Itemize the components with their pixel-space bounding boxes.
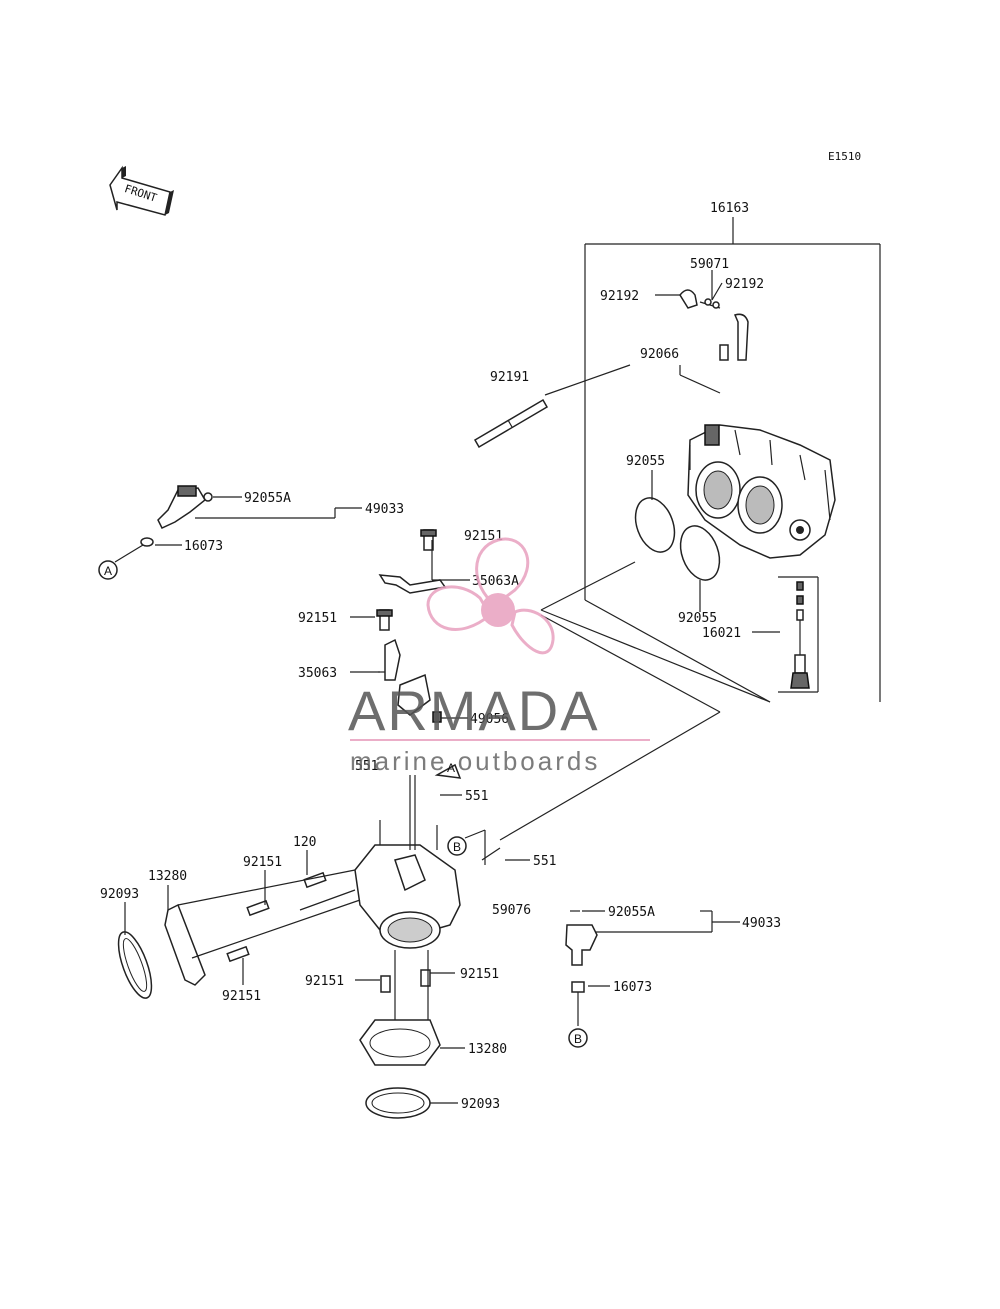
- hoses-top: [679, 289, 749, 361]
- callout-92151-b: 92151: [298, 611, 337, 626]
- callout-92151-e: 92151: [305, 974, 344, 989]
- callout-92055-top: 92055: [626, 454, 665, 469]
- callout-16021: 16021: [702, 626, 741, 641]
- callout-92192-left: 92192: [600, 289, 639, 304]
- throttle-body-lower: [299, 775, 461, 949]
- bolts-middle: [376, 529, 447, 723]
- svg-text:B: B: [453, 840, 461, 854]
- svg-text:A: A: [104, 564, 112, 578]
- callout-92151-c: 92151: [243, 855, 282, 870]
- callout-49056: 49056: [470, 712, 509, 727]
- callout-35063A: 35063A: [472, 574, 519, 589]
- callout-16073-bottom: 16073: [613, 980, 652, 995]
- ref-marker-a2: A: [434, 761, 462, 779]
- watermark: ARMADA marine outboards: [348, 537, 650, 776]
- callout-92055-bottom: 92055: [678, 611, 717, 626]
- o-ring-92055-b: [679, 525, 721, 581]
- callout-92066: 92066: [640, 347, 679, 362]
- svg-text:B: B: [574, 1032, 582, 1046]
- front-arrow-icon: FRONT: [109, 165, 174, 216]
- callout-551-b: 551: [465, 789, 488, 804]
- callout-59076: 59076: [492, 903, 531, 918]
- diagram-code: E1510: [828, 150, 861, 163]
- callout-92093-bottom: 92093: [461, 1097, 500, 1112]
- o-ring-92055-a: [634, 497, 676, 553]
- shaft-92191: [473, 398, 549, 449]
- callout-35063: 35063: [298, 666, 337, 681]
- callout-49033-top: 49033: [365, 502, 404, 517]
- callout-551-a: 551: [355, 759, 378, 774]
- assembly-bracket: [481, 217, 881, 861]
- callout-49033-bottom: 49033: [742, 916, 781, 931]
- callout-13280-left: 13280: [148, 869, 187, 884]
- callout-551-c: 551: [533, 854, 556, 869]
- callout-92191: 92191: [490, 370, 529, 385]
- injector-49033-upper: [114, 485, 213, 563]
- gaskets-bottom: [359, 950, 441, 1119]
- callout-92151-d: 92151: [222, 989, 261, 1004]
- sensor-16021: [778, 576, 819, 693]
- callout-16073-top: 16073: [184, 539, 223, 554]
- callout-59071: 59071: [690, 257, 729, 272]
- gaskets-left: [117, 869, 361, 999]
- propeller-logo-icon: [426, 537, 555, 655]
- callout-labels: 16163 59071 92192 92192 92191 92066 9205…: [100, 201, 781, 1112]
- ref-marker-a1: A: [98, 560, 118, 580]
- callout-120: 120: [293, 835, 316, 850]
- callout-92192-right: 92192: [725, 277, 764, 292]
- callout-92093-left: 92093: [100, 887, 139, 902]
- ref-marker-b1: B: [447, 836, 467, 856]
- injector-49033-lower: [565, 910, 598, 1026]
- callout-92055A-top: 92055A: [244, 491, 291, 506]
- svg-text:A: A: [447, 761, 455, 775]
- callout-92151-f: 92151: [460, 967, 499, 982]
- watermark-brand: ARMADA: [348, 679, 600, 742]
- callout-13280-bottom: 13280: [468, 1042, 507, 1057]
- watermark-tagline: marine outboards: [350, 746, 600, 776]
- ref-marker-b2: B: [568, 1028, 588, 1048]
- leader-lines: [124, 270, 780, 1104]
- callout-16163: 16163: [710, 201, 749, 216]
- callout-92055A-bottom: 92055A: [608, 905, 655, 920]
- throttle-body-upper: [687, 424, 836, 559]
